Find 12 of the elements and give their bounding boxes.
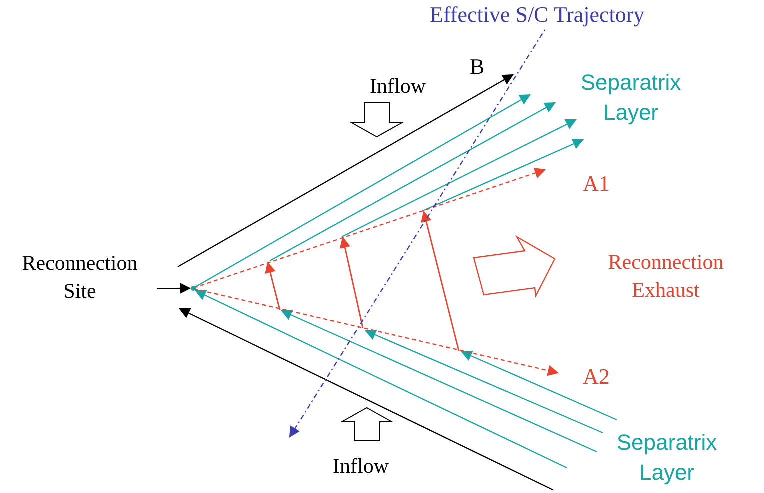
title: Effective S/C Trajectory [430,2,645,28]
text-label: B [470,53,485,81]
arrow [157,283,192,294]
text-label: Reconnection Site [4,249,156,306]
x-point-dot [191,286,196,291]
text-label: Inflow [333,453,389,480]
text-label: A2 [583,363,610,391]
text-label: Inflow [370,73,426,100]
text-label: A1 [583,170,610,198]
text-label: Separatrix Layer [580,69,682,127]
text-label: Reconnection Exhaust [607,249,725,304]
text-label: Separatrix Layer [616,429,718,487]
